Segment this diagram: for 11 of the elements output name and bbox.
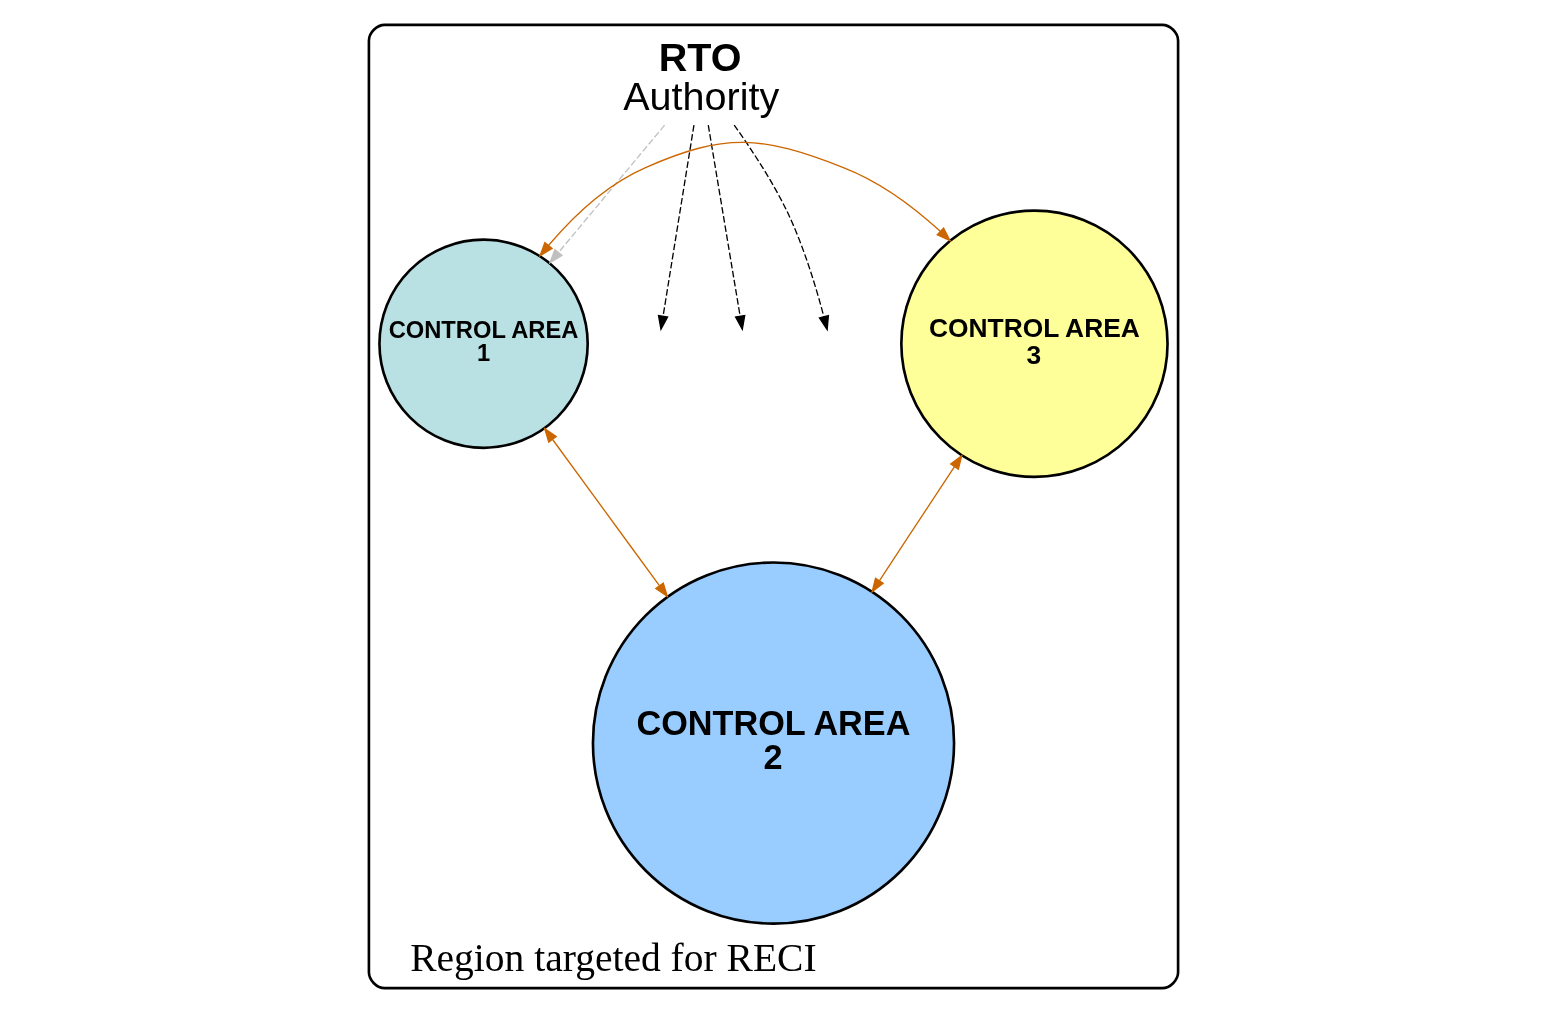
arrow	[538, 141, 951, 257]
arrow	[548, 124, 665, 264]
node-text: RTO Authority	[622, 34, 779, 118]
node-circle: CONTROL AREA 1	[377, 237, 589, 449]
arrow	[657, 124, 695, 331]
arrow	[707, 124, 745, 331]
arrow	[543, 426, 668, 598]
node-circle: CONTROL AREA 3	[899, 208, 1169, 478]
arrow	[733, 124, 829, 332]
arrow	[870, 453, 963, 593]
node-circle: CONTROL AREA 2	[591, 560, 955, 925]
